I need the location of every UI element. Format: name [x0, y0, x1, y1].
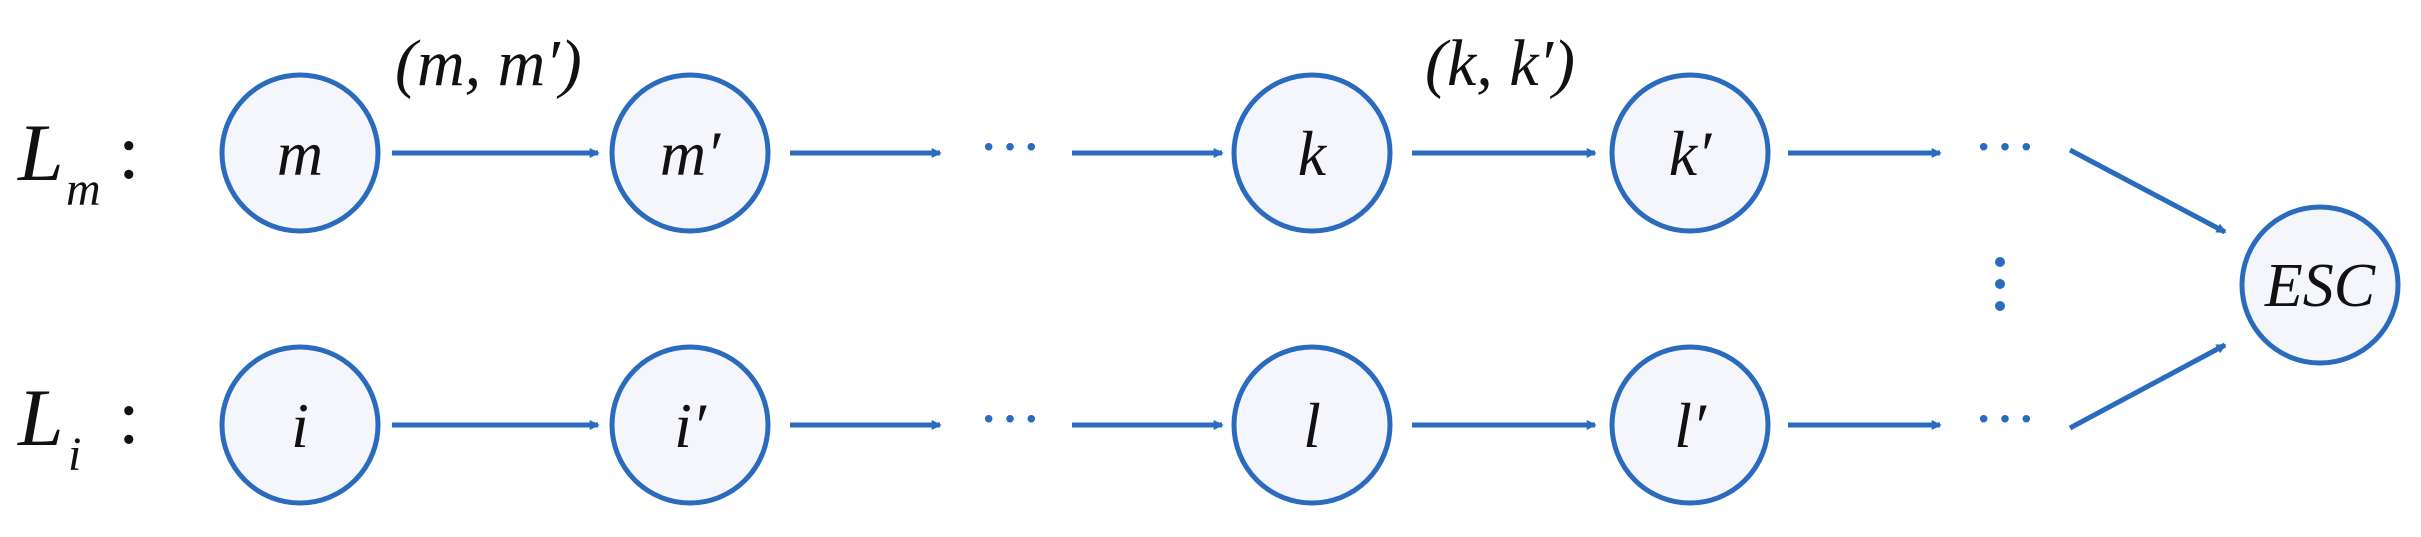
row-label-lm: L m : — [17, 107, 140, 216]
edge-label-k-kprime: (k, k′) — [1425, 27, 1575, 100]
node-l: l — [1231, 344, 1393, 506]
ellipsis-top-2: ··· — [1973, 111, 2037, 182]
node-i: i — [219, 344, 381, 506]
node-esc: ESC — [2239, 204, 2401, 366]
ellipsis-top-1: ··· — [978, 111, 1042, 182]
ellipsis-bottom-1: ··· — [978, 383, 1042, 454]
svg-text:i: i — [68, 428, 81, 481]
svg-text:L: L — [17, 107, 64, 198]
svg-text::: : — [118, 373, 140, 460]
svg-text::: : — [118, 108, 140, 195]
node-m: m — [219, 72, 381, 234]
vertical-ellipsis — [1995, 257, 2005, 311]
svg-text:l: l — [1303, 390, 1321, 461]
svg-text:i: i — [291, 390, 309, 461]
row-label-li: L i : — [17, 372, 140, 481]
svg-text:k′: k′ — [1669, 118, 1712, 189]
arrow-top-dots-to-esc — [2068, 147, 2227, 235]
node-m-prime: m′ — [609, 72, 771, 234]
svg-text:m′: m′ — [660, 118, 721, 189]
node-l-prime: l′ — [1609, 344, 1771, 506]
svg-text:m: m — [66, 163, 101, 216]
svg-text:i′: i′ — [674, 390, 707, 461]
node-i-prime: i′ — [609, 344, 771, 506]
svg-text:ESC: ESC — [2264, 252, 2376, 320]
svg-text:k: k — [1298, 118, 1328, 189]
ellipsis-bottom-2: ··· — [1973, 383, 2037, 454]
svg-text:m: m — [277, 118, 323, 189]
svg-text:L: L — [17, 372, 64, 463]
edge-label-m-mprime: (m, m′) — [395, 27, 582, 100]
node-k-prime: k′ — [1609, 72, 1771, 234]
node-k: k — [1231, 72, 1393, 234]
arrow-bottom-dots-to-esc — [2068, 342, 2227, 431]
svg-text:l′: l′ — [1674, 390, 1707, 461]
